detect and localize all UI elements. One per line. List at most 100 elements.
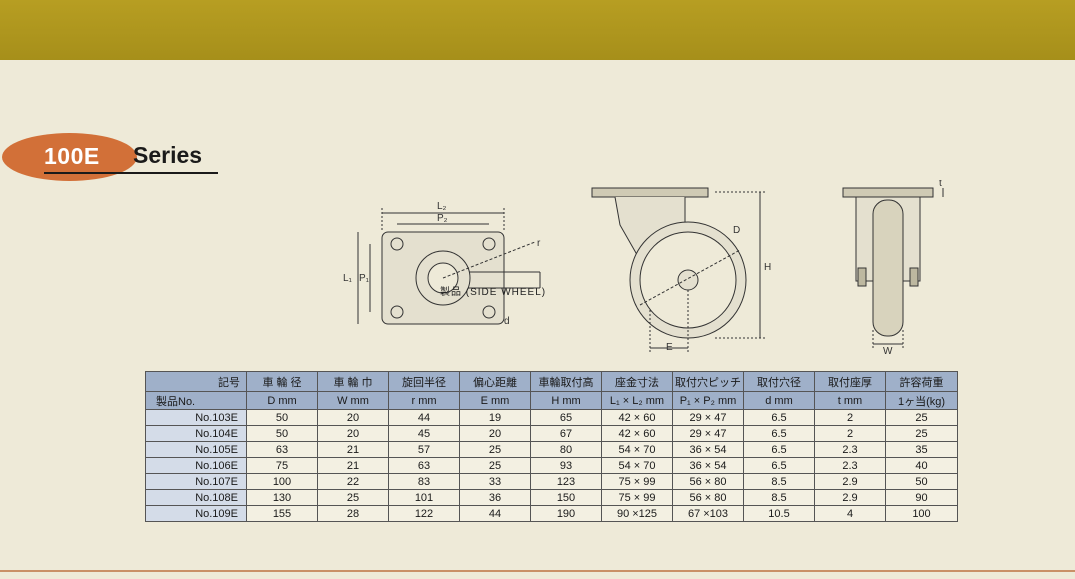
front-view	[842, 187, 944, 348]
table-cell: 75	[246, 457, 318, 474]
header-cell: 取付穴径	[743, 371, 815, 392]
table-cell: 8.5	[743, 473, 815, 490]
table-cell: 63	[388, 457, 460, 474]
header-cell: 車 輪 巾	[317, 371, 389, 392]
product-number-cell: No.108E	[145, 489, 247, 506]
product-number-cell: No.106E	[145, 457, 247, 474]
table-cell: 150	[530, 489, 602, 506]
header-cell: 1ヶ当(kg)	[885, 391, 958, 410]
label-W: W	[883, 346, 893, 355]
table-cell: 67	[530, 425, 602, 442]
table-cell: 25	[885, 409, 958, 426]
product-number-cell: No.107E	[145, 473, 247, 490]
table-cell: 6.5	[743, 425, 815, 442]
table-cell: 6.5	[743, 409, 815, 426]
header-cell: L₁ × L₂ mm	[601, 391, 673, 410]
table-cell: 54 × 70	[601, 457, 673, 474]
header-cell: 記号	[145, 371, 247, 392]
table-cell: 6.5	[743, 457, 815, 474]
label-E: E	[666, 342, 673, 353]
header-cell: W mm	[317, 391, 389, 410]
header-cell: 車 輪 径	[246, 371, 318, 392]
table-cell: 54 × 70	[601, 441, 673, 458]
drawing-caption: 製品 (SIDE WHEEL)	[440, 287, 547, 298]
header-cell: H mm	[530, 391, 602, 410]
table-cell: 8.5	[743, 489, 815, 506]
header-cell: 座金寸法	[601, 371, 673, 392]
label-t: t	[939, 180, 942, 189]
table-cell: 2.9	[814, 489, 886, 506]
table-cell: 75 × 99	[601, 489, 673, 506]
header-cell: r mm	[388, 391, 460, 410]
table-cell: 155	[246, 505, 318, 522]
header-cell: 取付座厚	[814, 371, 886, 392]
table-cell: 36 × 54	[672, 441, 744, 458]
table-cell: 44	[459, 505, 531, 522]
table-cell: 122	[388, 505, 460, 522]
table-cell: 36	[459, 489, 531, 506]
table-cell: 56 × 80	[672, 473, 744, 490]
series-label: Series	[133, 142, 203, 168]
table-cell: 40	[885, 457, 958, 474]
table-cell: 90	[885, 489, 958, 506]
table-cell: 100	[246, 473, 318, 490]
label-H: H	[764, 262, 771, 273]
header-cell: 車輪取付高	[530, 371, 602, 392]
table-cell: 67 ×103	[672, 505, 744, 522]
table-cell: 4	[814, 505, 886, 522]
table-cell: 36 × 54	[672, 457, 744, 474]
header-cell: 旋回半径	[388, 371, 460, 392]
table-cell: 2	[814, 409, 886, 426]
table-cell: 19	[459, 409, 531, 426]
table-cell: 50	[246, 425, 318, 442]
table-cell: 2.3	[814, 441, 886, 458]
table-cell: 2.3	[814, 457, 886, 474]
table-cell: 50	[246, 409, 318, 426]
table-cell: 83	[388, 473, 460, 490]
header-cell: 製品No.	[145, 391, 247, 410]
table-cell: 33	[459, 473, 531, 490]
table-cell: 80	[530, 441, 602, 458]
table-cell: 21	[317, 441, 389, 458]
table-cell: 50	[885, 473, 958, 490]
header-cell: t mm	[814, 391, 886, 410]
table-cell: 10.5	[743, 505, 815, 522]
title-underline	[44, 172, 218, 174]
table-cell: 65	[530, 409, 602, 426]
table-cell: 29 × 47	[672, 409, 744, 426]
table-cell: 42 × 60	[601, 409, 673, 426]
table-cell: 28	[317, 505, 389, 522]
label-D: D	[733, 225, 740, 236]
table-cell: 20	[317, 425, 389, 442]
header-cell: D mm	[246, 391, 318, 410]
table-cell: 29 × 47	[672, 425, 744, 442]
table-cell: 75 × 99	[601, 473, 673, 490]
footer-rule	[0, 570, 1075, 572]
header-cell: E mm	[459, 391, 531, 410]
label-p1: P₁	[359, 273, 370, 284]
label-r: r	[537, 238, 541, 249]
caster-drawing: L₂ P₂ L₁ P₁ r d D H E t W	[343, 180, 944, 355]
table-cell: 20	[317, 409, 389, 426]
top-view	[357, 208, 541, 325]
series-number: 100E	[44, 143, 100, 169]
table-cell: 45	[388, 425, 460, 442]
table-cell: 93	[530, 457, 602, 474]
label-p2: P₂	[437, 213, 448, 224]
header-cell: 偏心距離	[459, 371, 531, 392]
header-cell: 許容荷重	[885, 371, 958, 392]
label-l1: L₁	[343, 273, 353, 284]
table-cell: 20	[459, 425, 531, 442]
table-cell: 100	[885, 505, 958, 522]
table-cell: 90 ×125	[601, 505, 673, 522]
table-cell: 57	[388, 441, 460, 458]
table-cell: 35	[885, 441, 958, 458]
header-band	[0, 0, 1075, 60]
